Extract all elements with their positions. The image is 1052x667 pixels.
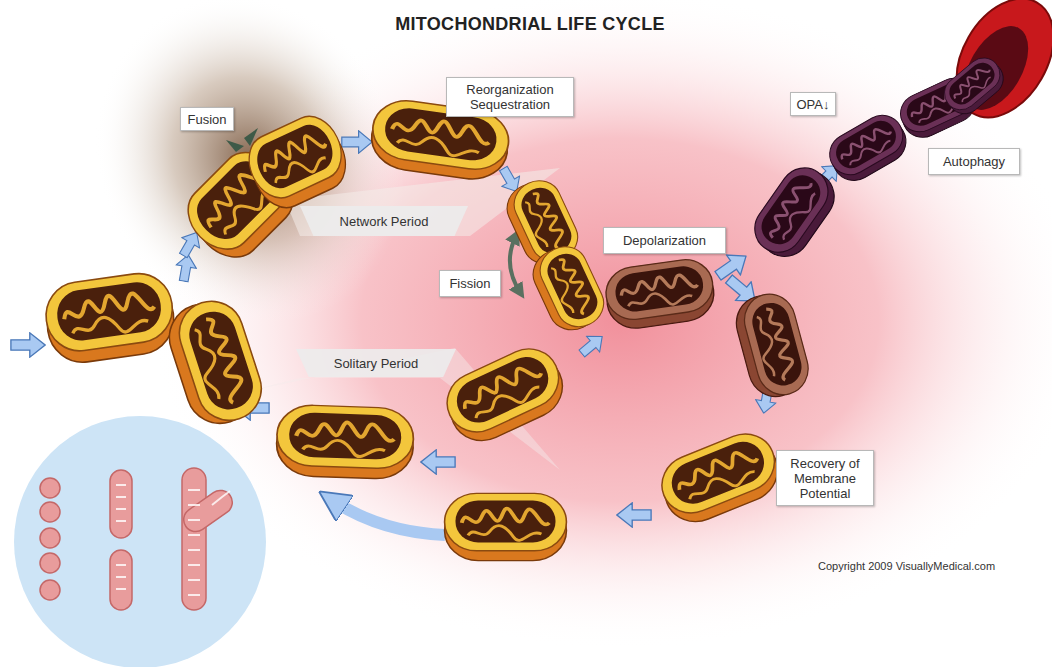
band-fill bbox=[300, 206, 468, 236]
mitochondrion bbox=[653, 425, 787, 531]
diagram-title: MITOCHONDRIAL LIFE CYCLE bbox=[300, 14, 760, 35]
rod-mitochondrion bbox=[110, 470, 132, 538]
rod-mitochondrion bbox=[110, 550, 132, 610]
label-box: Recovery of Membrane Potential bbox=[776, 450, 874, 506]
autophagosome bbox=[937, 0, 1052, 134]
fusion-arrow bbox=[226, 140, 244, 152]
copyright-note: Copyright 2009 VisuallyMedical.com bbox=[818, 560, 995, 572]
fragment bbox=[40, 528, 60, 548]
node-label: Solitary Period bbox=[334, 356, 419, 371]
inset-circle bbox=[14, 416, 266, 667]
flow-arrow bbox=[342, 131, 372, 153]
label-box: Fission bbox=[439, 270, 501, 297]
inset-background bbox=[14, 416, 266, 667]
fragment bbox=[40, 580, 60, 600]
flow-arrow bbox=[575, 329, 609, 362]
label-box: Autophagy bbox=[928, 148, 1020, 175]
fragment bbox=[40, 553, 60, 573]
flow-arrow bbox=[421, 450, 455, 474]
label-box: Reorganization Sequestration bbox=[446, 77, 574, 117]
node-label: Fusion bbox=[187, 112, 226, 127]
mitochondrion bbox=[445, 493, 567, 560]
label-box: Depolarization bbox=[603, 227, 726, 254]
node-label: Reorganization Sequestration bbox=[447, 82, 573, 112]
fission-arrow bbox=[510, 236, 520, 292]
node-label: OPA↓ bbox=[797, 97, 830, 112]
autophagosome-outer bbox=[937, 0, 1052, 134]
engulfed-mitochondrion bbox=[938, 51, 1010, 121]
fragment bbox=[40, 502, 60, 522]
label-box: OPA↓ bbox=[790, 92, 836, 116]
node-label: Autophagy bbox=[943, 154, 1005, 169]
damaged-mitochondrion bbox=[822, 108, 914, 189]
node-label: Recovery of Membrane Potential bbox=[777, 456, 873, 501]
mitochondrion bbox=[525, 239, 610, 338]
period-band: Network Period bbox=[300, 206, 468, 236]
period-band: Solitary Period bbox=[296, 349, 456, 377]
mitochondrion bbox=[276, 404, 415, 480]
node-label: Fission bbox=[449, 276, 490, 291]
depolarized-mitochondrion bbox=[730, 288, 814, 402]
depolarized-mitochondrion bbox=[603, 256, 718, 332]
mitochondrion bbox=[161, 293, 270, 432]
flow-arrow bbox=[11, 333, 45, 357]
mitochondrion bbox=[437, 339, 572, 451]
damaged-mitochondrion bbox=[745, 159, 844, 267]
node-label: Network Period bbox=[340, 214, 429, 229]
flow-arrow bbox=[617, 503, 651, 527]
cristae bbox=[116, 485, 230, 595]
node-label: Depolarization bbox=[623, 233, 706, 248]
mitochondrion bbox=[239, 108, 355, 217]
band-fill bbox=[296, 349, 456, 377]
fragment bbox=[40, 478, 60, 498]
label-box: Fusion bbox=[180, 107, 234, 131]
mitochondrion bbox=[42, 269, 179, 366]
curved-arrow bbox=[332, 500, 445, 535]
